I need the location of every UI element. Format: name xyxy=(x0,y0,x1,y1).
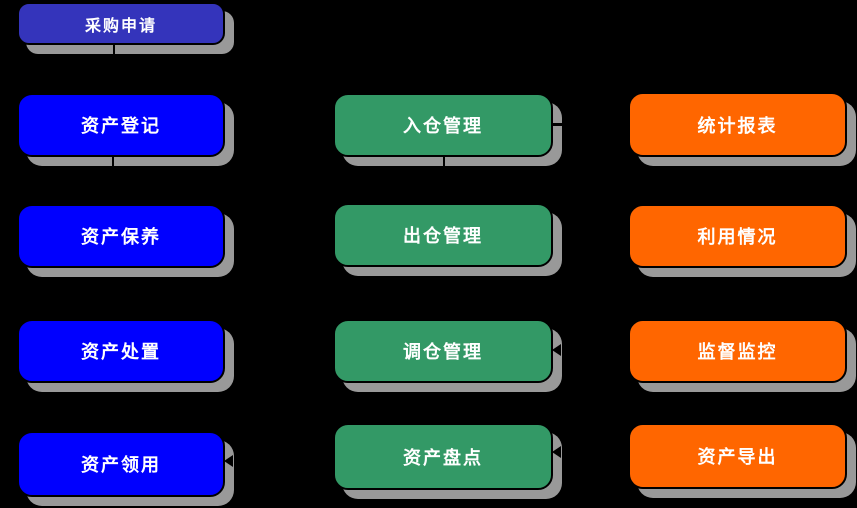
node-outbound-management: 出仓管理 xyxy=(333,203,553,267)
node-label: 出仓管理 xyxy=(403,226,483,247)
node-label: 调仓管理 xyxy=(403,342,483,363)
connector-arrow-left-asset-inventory xyxy=(552,446,561,458)
node-label: 资产盘点 xyxy=(403,447,483,469)
node-asset-registration: 资产登记 xyxy=(17,93,225,157)
connector-arrow-left-asset-requisition xyxy=(224,455,233,467)
node-asset-disposal: 资产处置 xyxy=(17,319,225,383)
node-label: 资产领用 xyxy=(81,455,161,476)
connector-tick-below-asset-registration xyxy=(112,155,114,171)
node-inbound-management: 入仓管理 xyxy=(333,93,553,157)
node-label: 入仓管理 xyxy=(403,116,483,137)
node-utilization-status: 利用情况 xyxy=(628,204,847,268)
connector-arrow-left-transfer-management xyxy=(552,344,561,356)
node-asset-requisition: 资产领用 xyxy=(17,431,225,497)
node-transfer-management: 调仓管理 xyxy=(333,319,553,383)
node-label: 资产登记 xyxy=(81,116,161,137)
node-label: 监督监控 xyxy=(697,342,778,363)
node-statistics-report: 统计报表 xyxy=(628,92,847,157)
node-label: 资产导出 xyxy=(697,447,778,468)
node-label: 利用情况 xyxy=(697,227,778,248)
node-asset-inventory: 资产盘点 xyxy=(333,423,553,490)
connector-tick-below-purchase-request xyxy=(113,43,115,59)
node-purchase-request: 采购申请 xyxy=(17,2,225,45)
connector-tick-below-inbound-management xyxy=(443,155,445,171)
node-label: 统计报表 xyxy=(697,115,778,137)
node-supervision-monitoring: 监督监控 xyxy=(628,319,847,383)
node-asset-maintenance: 资产保养 xyxy=(17,204,225,268)
node-asset-export: 资产导出 xyxy=(628,423,847,489)
connector-tick-right-of-inbound-management xyxy=(551,123,565,126)
node-label: 资产处置 xyxy=(81,342,161,363)
node-label: 采购申请 xyxy=(84,15,157,35)
node-label: 资产保养 xyxy=(81,227,161,248)
